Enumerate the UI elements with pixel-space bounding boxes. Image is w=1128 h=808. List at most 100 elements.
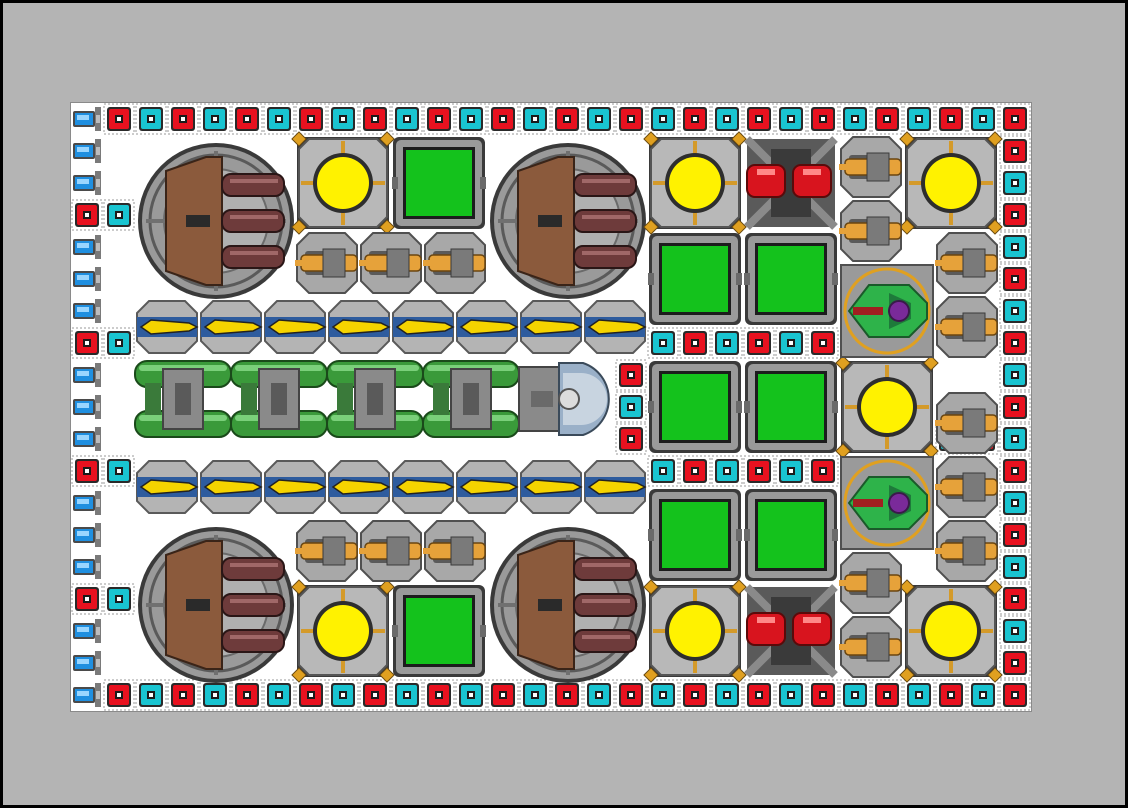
- armor-block-icon[interactable]: [295, 103, 327, 135]
- armor-block-icon[interactable]: [103, 583, 135, 615]
- armor-block-icon[interactable]: [647, 679, 679, 711]
- thruster-icon[interactable]: [744, 136, 838, 230]
- armor-block-icon[interactable]: [167, 679, 199, 711]
- armor-block-icon[interactable]: [967, 679, 999, 711]
- fuel-tank-icon[interactable]: [326, 360, 424, 438]
- armor-block-icon[interactable]: [519, 679, 551, 711]
- armor-block-icon[interactable]: [743, 103, 775, 135]
- heavy-turret-icon[interactable]: [138, 143, 294, 299]
- armor-block-icon[interactable]: [103, 679, 135, 711]
- armor-block-icon[interactable]: [327, 679, 359, 711]
- armor-block-icon[interactable]: [167, 103, 199, 135]
- cannon-icon[interactable]: [839, 552, 902, 614]
- armor-block-icon[interactable]: [999, 423, 1031, 455]
- armor-block-icon[interactable]: [743, 679, 775, 711]
- armor-block-icon[interactable]: [423, 103, 455, 135]
- light-armor-icon[interactable]: [71, 551, 103, 583]
- heavy-turret-icon[interactable]: [490, 527, 646, 683]
- battery-icon[interactable]: [648, 233, 742, 325]
- armor-block-icon[interactable]: [775, 327, 807, 359]
- heavy-turret-icon[interactable]: [490, 143, 646, 299]
- ammo-rail-icon[interactable]: [392, 300, 455, 354]
- armor-block-icon[interactable]: [583, 103, 615, 135]
- light-armor-icon[interactable]: [71, 487, 103, 519]
- armor-block-icon[interactable]: [999, 295, 1031, 327]
- cannon-icon[interactable]: [839, 200, 902, 262]
- armor-block-icon[interactable]: [455, 679, 487, 711]
- battery-icon[interactable]: [744, 489, 838, 581]
- armor-block-icon[interactable]: [807, 679, 839, 711]
- armor-block-icon[interactable]: [647, 327, 679, 359]
- armor-block-icon[interactable]: [999, 167, 1031, 199]
- armor-block-icon[interactable]: [743, 455, 775, 487]
- armor-block-icon[interactable]: [359, 679, 391, 711]
- armor-block-icon[interactable]: [935, 679, 967, 711]
- armor-block-icon[interactable]: [999, 615, 1031, 647]
- ammo-rail-icon[interactable]: [456, 300, 519, 354]
- armor-block-icon[interactable]: [71, 455, 103, 487]
- generator-icon[interactable]: [291, 131, 395, 235]
- shield-projector-icon[interactable]: [840, 264, 934, 358]
- armor-block-icon[interactable]: [807, 455, 839, 487]
- armor-block-icon[interactable]: [647, 455, 679, 487]
- ammo-rail-icon[interactable]: [584, 460, 647, 514]
- thruster-icon[interactable]: [744, 584, 838, 678]
- armor-block-icon[interactable]: [615, 679, 647, 711]
- light-armor-icon[interactable]: [71, 103, 103, 135]
- armor-block-icon[interactable]: [199, 103, 231, 135]
- cannon-icon[interactable]: [359, 232, 422, 294]
- armor-block-icon[interactable]: [263, 679, 295, 711]
- armor-block-icon[interactable]: [999, 359, 1031, 391]
- battery-icon[interactable]: [744, 361, 838, 453]
- armor-block-icon[interactable]: [615, 423, 647, 455]
- ammo-rail-icon[interactable]: [264, 460, 327, 514]
- armor-block-icon[interactable]: [999, 455, 1031, 487]
- cannon-icon[interactable]: [359, 520, 422, 582]
- ammo-rail-icon[interactable]: [200, 460, 263, 514]
- battery-icon[interactable]: [392, 137, 486, 229]
- armor-block-icon[interactable]: [711, 103, 743, 135]
- ammo-rail-icon[interactable]: [328, 460, 391, 514]
- armor-block-icon[interactable]: [103, 455, 135, 487]
- armor-block-icon[interactable]: [903, 679, 935, 711]
- armor-block-icon[interactable]: [103, 199, 135, 231]
- armor-block-icon[interactable]: [999, 135, 1031, 167]
- armor-block-icon[interactable]: [71, 583, 103, 615]
- light-armor-icon[interactable]: [71, 679, 103, 711]
- armor-block-icon[interactable]: [615, 103, 647, 135]
- ammo-rail-icon[interactable]: [136, 460, 199, 514]
- armor-block-icon[interactable]: [999, 263, 1031, 295]
- generator-icon[interactable]: [899, 131, 1003, 235]
- armor-block-icon[interactable]: [839, 103, 871, 135]
- armor-block-icon[interactable]: [263, 103, 295, 135]
- armor-block-icon[interactable]: [71, 327, 103, 359]
- cannon-icon[interactable]: [935, 392, 998, 454]
- armor-block-icon[interactable]: [999, 583, 1031, 615]
- light-armor-icon[interactable]: [71, 167, 103, 199]
- cannon-icon[interactable]: [295, 520, 358, 582]
- armor-block-icon[interactable]: [455, 103, 487, 135]
- armor-block-icon[interactable]: [775, 455, 807, 487]
- battery-icon[interactable]: [648, 489, 742, 581]
- cannon-icon[interactable]: [935, 232, 998, 294]
- battery-icon[interactable]: [744, 233, 838, 325]
- armor-block-icon[interactable]: [519, 103, 551, 135]
- ammo-rail-icon[interactable]: [520, 460, 583, 514]
- armor-block-icon[interactable]: [135, 679, 167, 711]
- light-armor-icon[interactable]: [71, 263, 103, 295]
- ammo-rail-icon[interactable]: [328, 300, 391, 354]
- cannon-icon[interactable]: [423, 520, 486, 582]
- fuel-tank-icon[interactable]: [230, 360, 328, 438]
- armor-block-icon[interactable]: [711, 455, 743, 487]
- generator-icon[interactable]: [643, 131, 747, 235]
- armor-block-icon[interactable]: [999, 103, 1031, 135]
- cannon-icon[interactable]: [839, 616, 902, 678]
- armor-block-icon[interactable]: [775, 103, 807, 135]
- armor-block-icon[interactable]: [679, 455, 711, 487]
- cannon-icon[interactable]: [935, 456, 998, 518]
- armor-block-icon[interactable]: [487, 679, 519, 711]
- ammo-rail-icon[interactable]: [584, 300, 647, 354]
- light-armor-icon[interactable]: [71, 647, 103, 679]
- armor-block-icon[interactable]: [391, 679, 423, 711]
- armor-block-icon[interactable]: [711, 327, 743, 359]
